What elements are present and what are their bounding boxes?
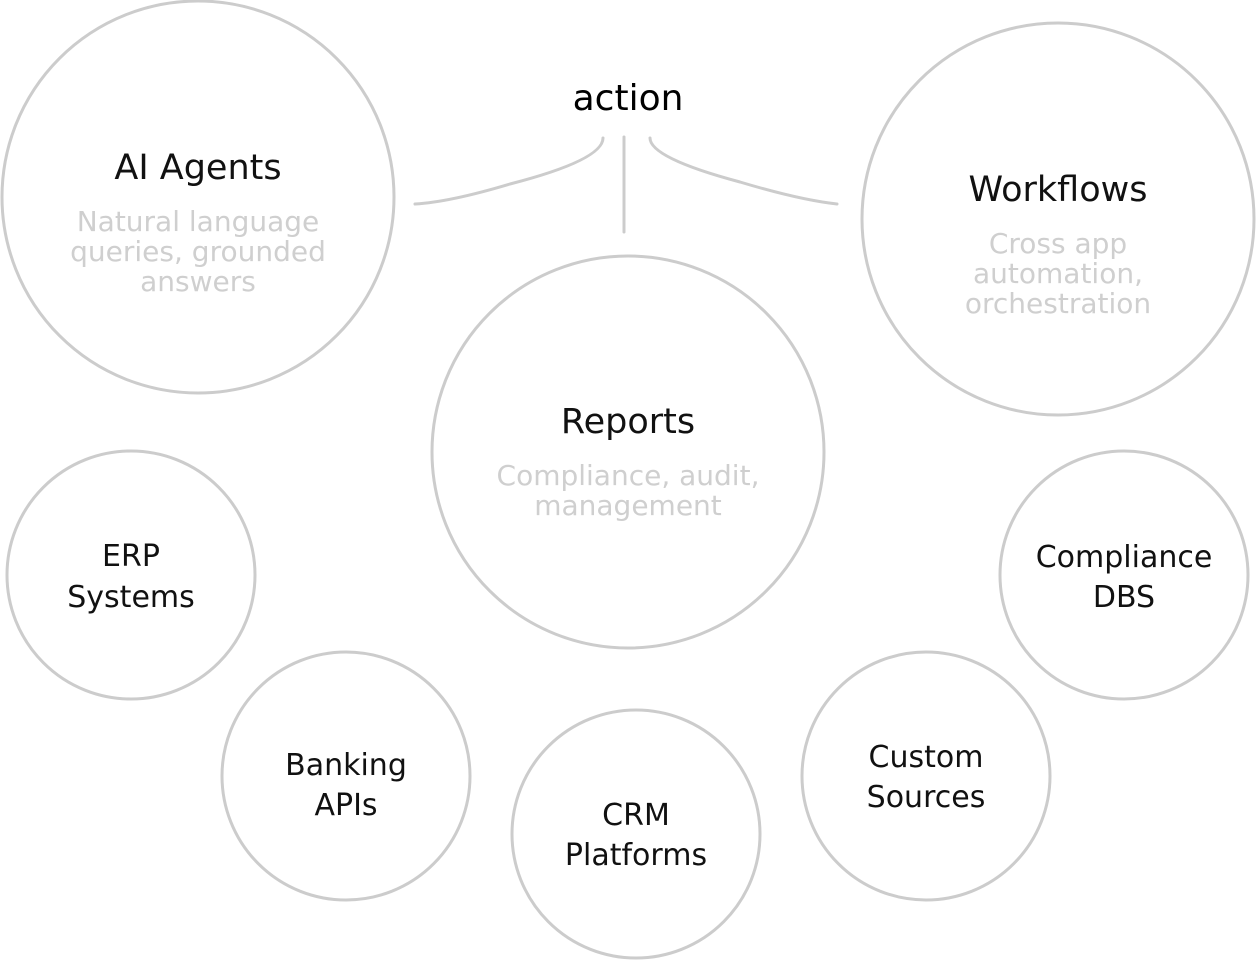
node-reports-title: Reports — [561, 402, 695, 442]
node-workflows-desc-line-1: Cross app — [989, 227, 1127, 260]
node-custom-sources-circle — [800, 650, 1052, 902]
node-erp-systems: ERP Systems — [5, 449, 257, 701]
hub-label: action — [573, 78, 684, 119]
hub-connectors — [413, 135, 839, 234]
node-ai-agents-desc-line-2: queries, grounded — [70, 235, 326, 268]
node-reports-circle — [430, 254, 826, 650]
node-workflows-circle — [860, 21, 1256, 417]
node-compliance-dbs-line-2: DBS — [1093, 580, 1155, 615]
node-banking-apis-line-1: Banking — [285, 748, 407, 783]
node-crm-platforms-line-2: Platforms — [565, 838, 707, 873]
connector-to-workflows — [648, 136, 839, 206]
node-crm-platforms-circle — [510, 708, 762, 960]
node-banking-apis-line-2: APIs — [314, 788, 377, 823]
node-custom-sources-line-2: Sources — [867, 780, 986, 815]
node-compliance-dbs-circle — [998, 449, 1250, 701]
node-ai-agents-desc-line-1: Natural language — [77, 205, 320, 238]
node-custom-sources-line-1: Custom — [869, 740, 984, 775]
connector-to-agents — [413, 136, 605, 206]
node-custom-sources: Custom Sources — [800, 650, 1052, 902]
node-workflows: Workflows Cross app automation, orchestr… — [860, 21, 1256, 417]
node-ai-agents-desc-line-3: answers — [140, 265, 256, 298]
node-reports-desc-line-1: Compliance, audit, — [497, 459, 760, 492]
node-crm-platforms: CRM Platforms — [510, 708, 762, 960]
node-erp-systems-line-2: Systems — [67, 580, 195, 615]
node-crm-platforms-line-1: CRM — [602, 798, 670, 833]
node-ai-agents-circle — [0, 0, 396, 395]
node-banking-apis: Banking APIs — [220, 650, 472, 902]
node-ai-agents: AI Agents Natural language queries, grou… — [0, 0, 396, 395]
node-compliance-dbs: Compliance DBS — [998, 449, 1250, 701]
node-erp-systems-line-1: ERP — [102, 539, 160, 574]
node-workflows-desc-line-2: automation, — [973, 257, 1143, 290]
node-workflows-desc-line-3: orchestration — [965, 287, 1151, 320]
node-workflows-title: Workflows — [969, 170, 1148, 210]
node-compliance-dbs-line-1: Compliance — [1036, 540, 1213, 575]
node-reports-desc-line-2: management — [534, 489, 722, 522]
node-ai-agents-title: AI Agents — [114, 148, 281, 188]
node-banking-apis-circle — [220, 650, 472, 902]
node-erp-systems-circle — [5, 449, 257, 701]
node-reports: Reports Compliance, audit, management — [430, 254, 826, 650]
